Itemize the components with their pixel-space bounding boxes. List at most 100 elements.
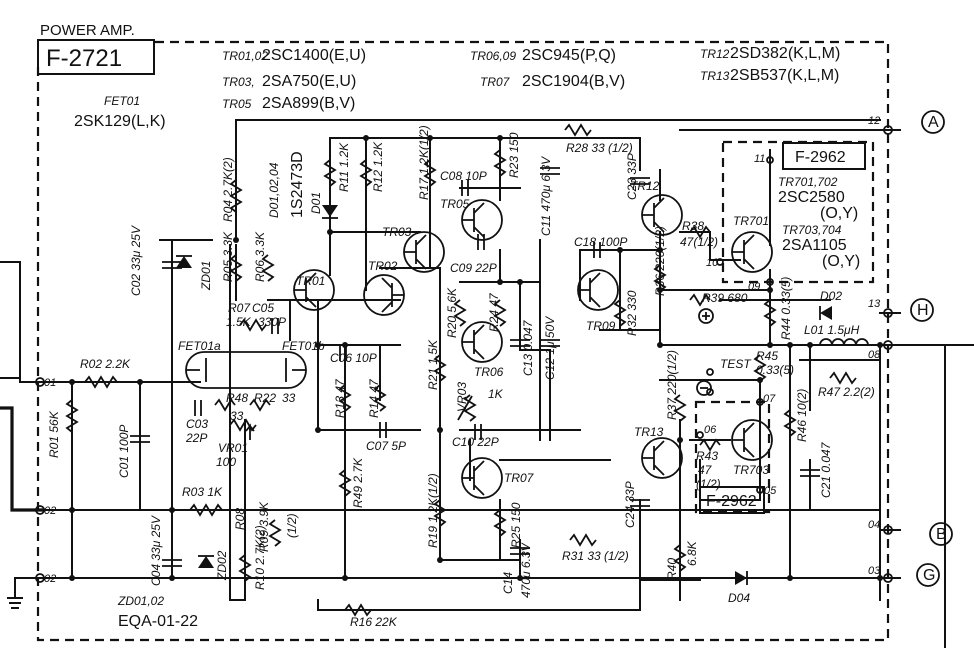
diode-d02 <box>820 306 832 320</box>
label-r45: R45 <box>756 349 778 363</box>
fet-dual-fet01 <box>185 351 307 389</box>
label-tr07: TR07 <box>480 75 511 89</box>
resistor-r22 <box>249 398 271 412</box>
label-r14: R14 47 <box>367 378 381 418</box>
resistor-r43 <box>699 438 721 452</box>
label-r46: R46 10(2) <box>795 389 809 442</box>
label-tr13-type: 2SB537(K,L,M) <box>730 67 839 84</box>
label-tr01: TR01 <box>296 274 325 288</box>
label-d02: D02 <box>820 289 842 303</box>
inductor-l01 <box>819 338 869 346</box>
label-r12: R12 1.2K <box>371 141 385 192</box>
resistor-r40 <box>673 544 687 572</box>
label-c09: C09 22P <box>450 261 497 275</box>
board-id-label: F-2721 <box>46 45 122 72</box>
transistor-tr12 <box>641 194 683 236</box>
node-06: 06 <box>704 424 717 436</box>
capacitor-c04 <box>162 559 182 567</box>
label-r32: R32 330 <box>625 290 639 336</box>
label-tr07-type: 2SC1904(B,V) <box>522 73 625 90</box>
resistor-r25 <box>493 509 507 537</box>
capacitor-c03 <box>194 400 202 416</box>
resistor-r11 <box>323 159 337 187</box>
label-c01: C01 100P <box>117 425 131 478</box>
label-d04: D04 <box>728 591 750 605</box>
label-c03: C03 <box>186 417 208 431</box>
capacitor-c21 <box>800 469 820 477</box>
node-08: 08 <box>868 349 881 361</box>
label-tr05: TR05 <box>222 97 252 111</box>
label-d010204: D01,02,04 <box>267 162 281 218</box>
label-zd01: ZD01 <box>199 261 213 291</box>
label-fet01: FET01 <box>104 94 140 108</box>
node-10: 10 <box>706 257 719 269</box>
node-01: 01 <box>44 377 56 389</box>
resistor-r47 <box>829 371 857 385</box>
label-r31: R31 33 (1/2) <box>562 549 629 563</box>
resistor-r13 <box>338 384 352 412</box>
label-tr06: TR06 <box>474 365 504 379</box>
resistor-r16 <box>344 603 372 617</box>
label-tr0102-type: 2SC1400(E,U) <box>262 47 366 64</box>
label-vr01-value: 100 <box>216 455 236 469</box>
transistor-tr03 <box>403 231 445 273</box>
node-02a: 02 <box>44 505 56 517</box>
resistor-r38 <box>689 225 711 239</box>
label-r13: R13 47 <box>333 378 347 418</box>
label-l01: L01 1.5μH <box>804 323 860 337</box>
connector-h: H <box>917 302 929 319</box>
label-r22: R22 <box>254 391 276 405</box>
label-c23: C23 33P <box>625 153 639 200</box>
label-r16: R16 22K <box>350 615 398 629</box>
label-c13: C13 0.047 <box>521 319 535 376</box>
resistor-r20 <box>453 299 467 327</box>
resistor-r05 <box>229 254 243 282</box>
resistor-r09 <box>268 519 282 547</box>
diode-d01 <box>322 205 338 217</box>
variable-resistor-vr03 <box>457 394 477 422</box>
sub-board-label-top: F-2962 <box>795 149 846 166</box>
diode-d04 <box>735 571 747 585</box>
capacitor-c23 <box>630 177 650 185</box>
node-12: 12 <box>868 115 880 127</box>
label-r28: R28 33 (1/2) <box>566 141 633 155</box>
capacitor-c11 <box>540 167 560 175</box>
label-r07: R07 <box>228 301 251 315</box>
capacitor-c18 <box>593 242 601 258</box>
label-r08: R08 <box>233 508 247 530</box>
resistor-r17 <box>423 159 437 187</box>
label-fet01a: FET01a <box>178 339 221 353</box>
resistor-r31 <box>569 533 597 547</box>
resistor-r39 <box>689 293 711 307</box>
label-r37: R37 220(1/2) <box>665 350 679 420</box>
label-r48-value: 33 <box>230 409 244 423</box>
label-tr703704: TR703,704 <box>782 223 842 237</box>
label-r10: R10 2.7K(2) <box>253 525 267 590</box>
resistor-r36 <box>653 264 667 292</box>
resistor-r21 <box>433 354 447 382</box>
label-tr07: TR07 <box>504 471 535 485</box>
label-r45-value: 0.33(5) <box>756 363 794 377</box>
label-c10: C10 22P <box>452 435 499 449</box>
label-c18: C18 100P <box>574 235 627 249</box>
label-r04: R04 2.7K(2) <box>221 157 235 222</box>
connector-circles <box>696 110 953 587</box>
label-r40-value: 6.8K <box>685 540 699 566</box>
label-r48: R48 <box>226 391 248 405</box>
label-r47: R47 2.2(2) <box>818 385 875 399</box>
label-zd02: ZD02 <box>215 550 229 581</box>
label-tr703704-type: 2SA1105 <box>782 237 847 254</box>
resistor-r45 <box>753 354 767 382</box>
label-r02: R02 2.2K <box>80 357 131 371</box>
label-tr13: TR13 <box>634 425 664 439</box>
resistor-r44 <box>763 299 777 327</box>
label-r20: R20 5.6K <box>445 287 459 338</box>
resistor-r32 <box>613 299 627 327</box>
label-c11: C11 470μ 6.3V <box>539 156 553 236</box>
capacitor-c14 <box>510 547 530 555</box>
resistor-r03 <box>189 503 223 517</box>
label-r07-value: 1.5K <box>226 315 252 329</box>
node-09: 09 <box>748 281 760 293</box>
label-tr701702: TR701,702 <box>778 175 838 189</box>
variable-resistor-vr01 <box>229 418 257 440</box>
